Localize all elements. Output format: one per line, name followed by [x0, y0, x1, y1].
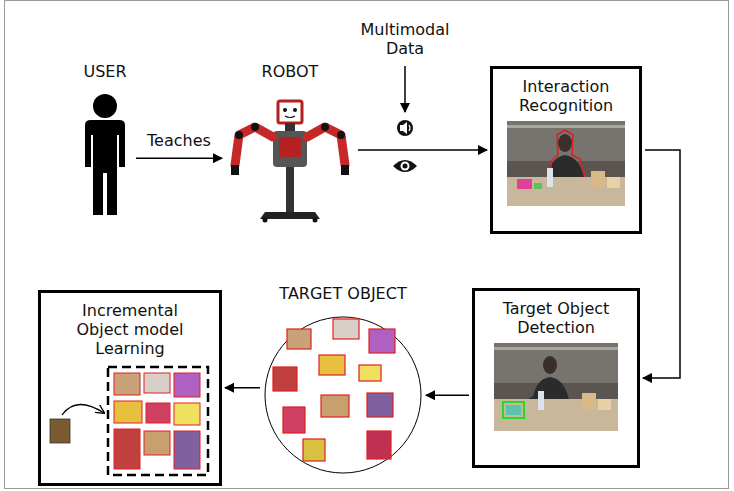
flow-arrow	[426, 394, 469, 396]
flow-arrow	[225, 387, 260, 389]
edge-label: Teaches	[145, 131, 213, 150]
figure-label: USER	[83, 62, 126, 81]
flow-arrow	[136, 157, 222, 159]
process-box: Target Object Detection	[472, 288, 640, 468]
box-title: Interaction Recognition	[499, 77, 633, 115]
robot-illustration	[225, 93, 355, 223]
box-title: Incremental Object model Learning	[55, 301, 205, 359]
object-circle: TARGET OBJECT	[263, 284, 423, 475]
model-gallery	[46, 365, 214, 477]
process-box: Incremental Object model Learning	[38, 290, 222, 486]
flow-arrow	[358, 149, 487, 151]
frame-border	[5, 1, 729, 489]
process-box: Interaction Recognition	[490, 66, 642, 234]
actor-figure: USER	[70, 62, 140, 218]
scene-photo	[507, 121, 625, 206]
input-label: Multimodal Data	[352, 20, 458, 58]
figure-label: ROBOT	[262, 62, 319, 81]
flow-arrow	[643, 150, 680, 378]
input-arrow	[404, 66, 406, 112]
sound-icon	[397, 120, 413, 136]
figure-label: TARGET OBJECT	[279, 284, 406, 303]
eye-icon	[393, 160, 417, 172]
scene-photo	[494, 343, 618, 431]
person-silhouette	[77, 93, 133, 218]
robot-figure: ROBOT	[222, 62, 358, 223]
object-cluster	[263, 315, 423, 475]
box-title: Target Object Detection	[481, 299, 631, 337]
